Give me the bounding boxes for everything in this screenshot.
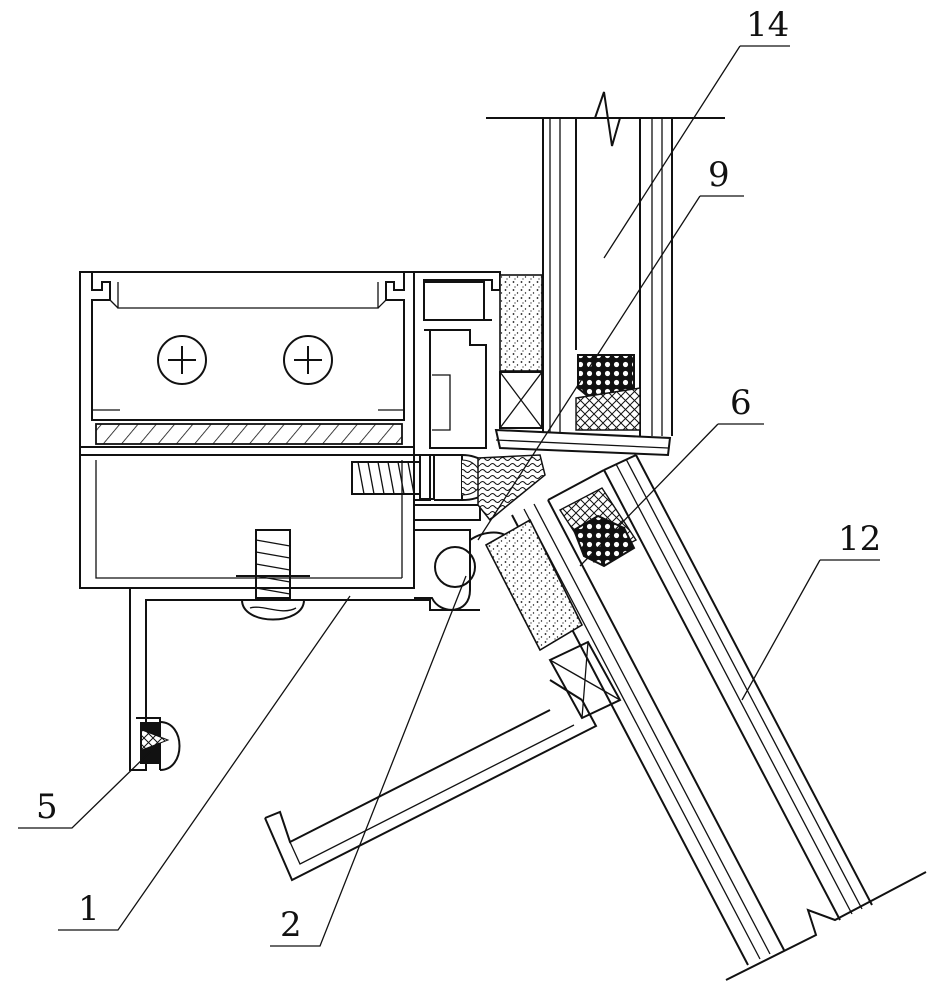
callout-6: 6: [730, 383, 752, 423]
vertical-glass-unit: [486, 92, 725, 436]
callout-leaders: [18, 46, 880, 946]
callout-5: 5: [36, 787, 58, 827]
vertical-screw: [236, 530, 310, 620]
callout-12: 12: [838, 519, 881, 559]
callout-1: 1: [78, 889, 100, 929]
frame-profile: [80, 272, 670, 610]
inclined-bracket-arm: [265, 680, 596, 880]
bracket-with-gasket: [130, 588, 430, 770]
callout-9: 9: [708, 155, 730, 195]
callout-14: 14: [746, 5, 789, 45]
callout-2: 2: [280, 905, 302, 945]
horizontal-screw: [352, 455, 492, 500]
